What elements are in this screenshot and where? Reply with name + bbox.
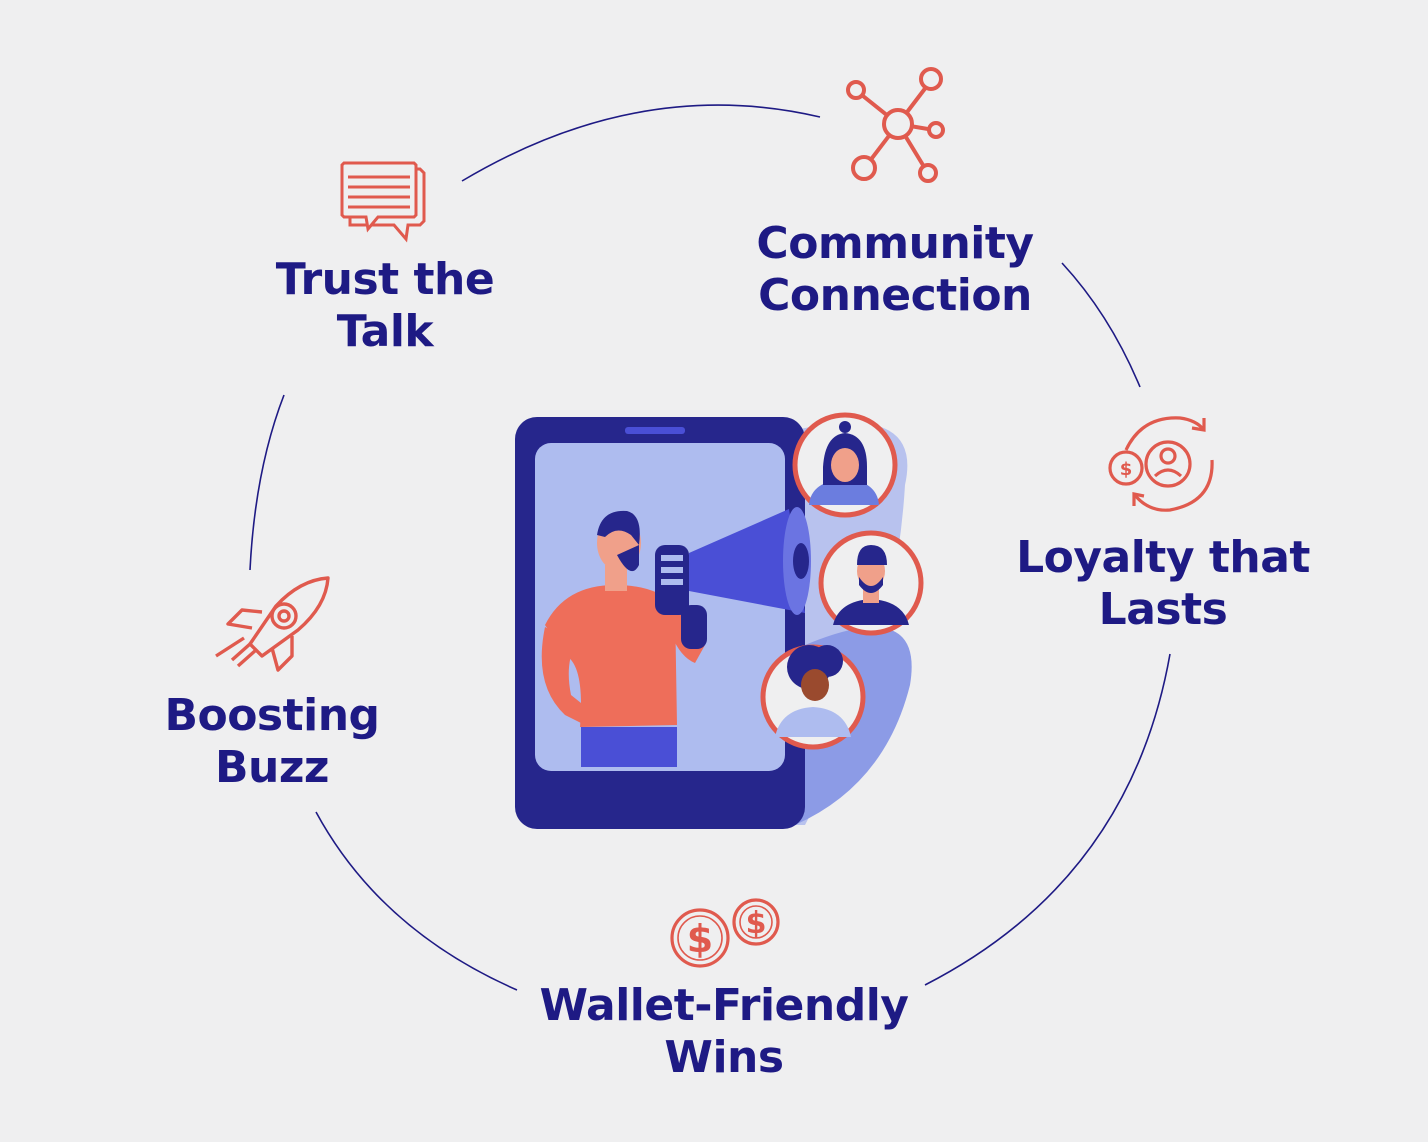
label-trust-the-talk: Trust the Talk — [258, 254, 512, 358]
ring-arc-bottom-left — [315, 811, 518, 991]
label-community-line2: Connection — [758, 270, 1032, 321]
label-buzz-line2: Buzz — [214, 742, 330, 793]
ring-arc-top — [461, 104, 821, 182]
label-loyalty-that-lasts: Loyalty that Lasts — [1005, 532, 1321, 636]
label-loyalty-line1: Loyalty that — [1016, 532, 1310, 583]
label-trust-line1: Trust the — [275, 254, 495, 305]
dollar-coins-icon: $ $ — [664, 898, 782, 974]
customer-cycle-icon: $ — [1104, 410, 1222, 520]
svg-text:$: $ — [687, 917, 713, 961]
label-wallet-line1: Wallet-Friendly — [539, 980, 909, 1031]
megaphone-influencer-illustration — [505, 405, 935, 835]
label-buzz-line1: Boosting — [164, 690, 380, 741]
network-hub-icon — [838, 62, 954, 186]
label-loyalty-line2: Lasts — [1098, 584, 1228, 635]
ring-arc-top-right — [1061, 262, 1141, 388]
label-boosting-buzz: Boosting Buzz — [150, 690, 394, 794]
label-community-connection: Community Connection — [730, 218, 1060, 322]
label-trust-line2: Talk — [336, 306, 434, 357]
svg-text:$: $ — [746, 906, 767, 941]
label-wallet-friendly-wins: Wallet-Friendly Wins — [504, 980, 944, 1084]
label-community-line1: Community — [756, 218, 1034, 269]
rocket-icon — [210, 572, 334, 676]
ring-arc-right — [924, 653, 1171, 986]
label-wallet-line2: Wins — [664, 1032, 784, 1083]
ring-arc-left — [249, 394, 285, 571]
svg-text:$: $ — [1120, 459, 1133, 480]
chat-bubbles-icon — [338, 155, 430, 245]
